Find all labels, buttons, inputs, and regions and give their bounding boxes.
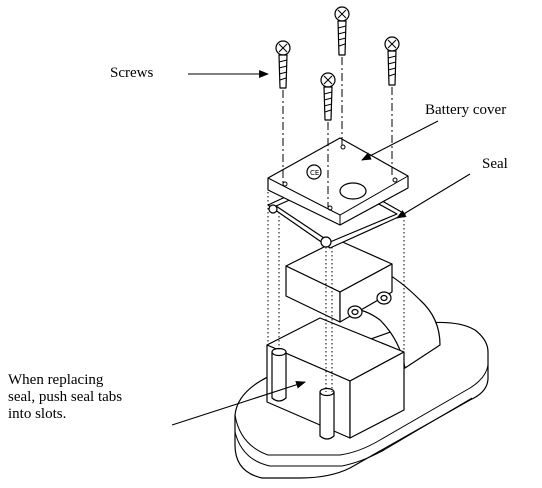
battery-cover-label: Battery cover xyxy=(425,102,507,118)
seal-label: Seal xyxy=(482,156,508,172)
screw-icon xyxy=(334,6,350,56)
replace-note-line-2: seal, push seal tabs xyxy=(8,389,123,405)
screw-icon xyxy=(384,36,400,86)
screw-center-lines xyxy=(282,57,393,207)
battery-cover-leader xyxy=(361,120,439,161)
replace-note-line-1: When replacing xyxy=(8,372,104,388)
screw-icon xyxy=(320,72,336,121)
svg-text:CE: CE xyxy=(310,169,319,177)
screws-label: Screws xyxy=(110,65,154,81)
alignment-lines xyxy=(267,192,405,392)
seal-leader xyxy=(396,173,471,219)
screw-icon xyxy=(275,40,291,89)
replace-note-line-3: into slots. xyxy=(8,406,67,422)
replace-note-leader xyxy=(171,380,306,426)
replace-note-label: When replacing seal, push seal tabs into… xyxy=(8,372,122,423)
battery-cover: CE xyxy=(267,137,409,226)
